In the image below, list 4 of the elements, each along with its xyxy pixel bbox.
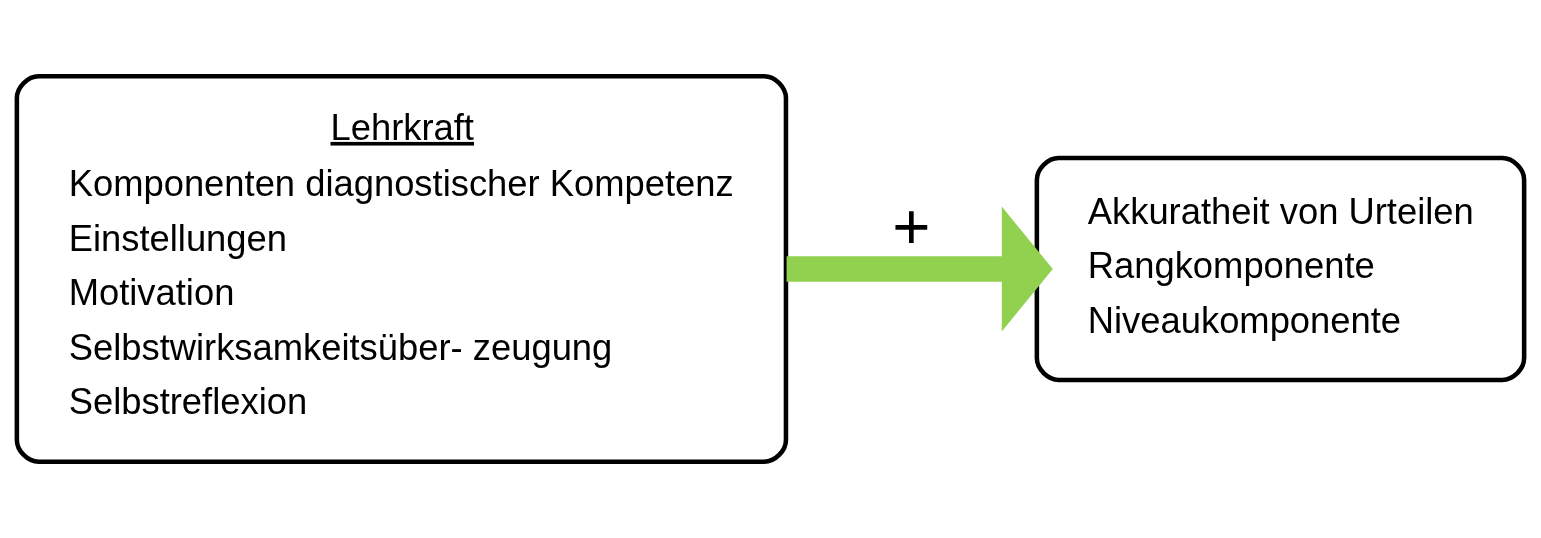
edge-label: + [892,189,931,263]
node-box: Lehrkraft Komponenten diagnostischer Kompetenz Einstellungen Motivation Selbstwirksamkeitsüber- zeugung Selbstreflexion [14,74,789,464]
arrow [786,206,1053,332]
node-box: Akkuratheit von Urteilen Rangkomponente Niveaukomponente [1034,155,1527,383]
